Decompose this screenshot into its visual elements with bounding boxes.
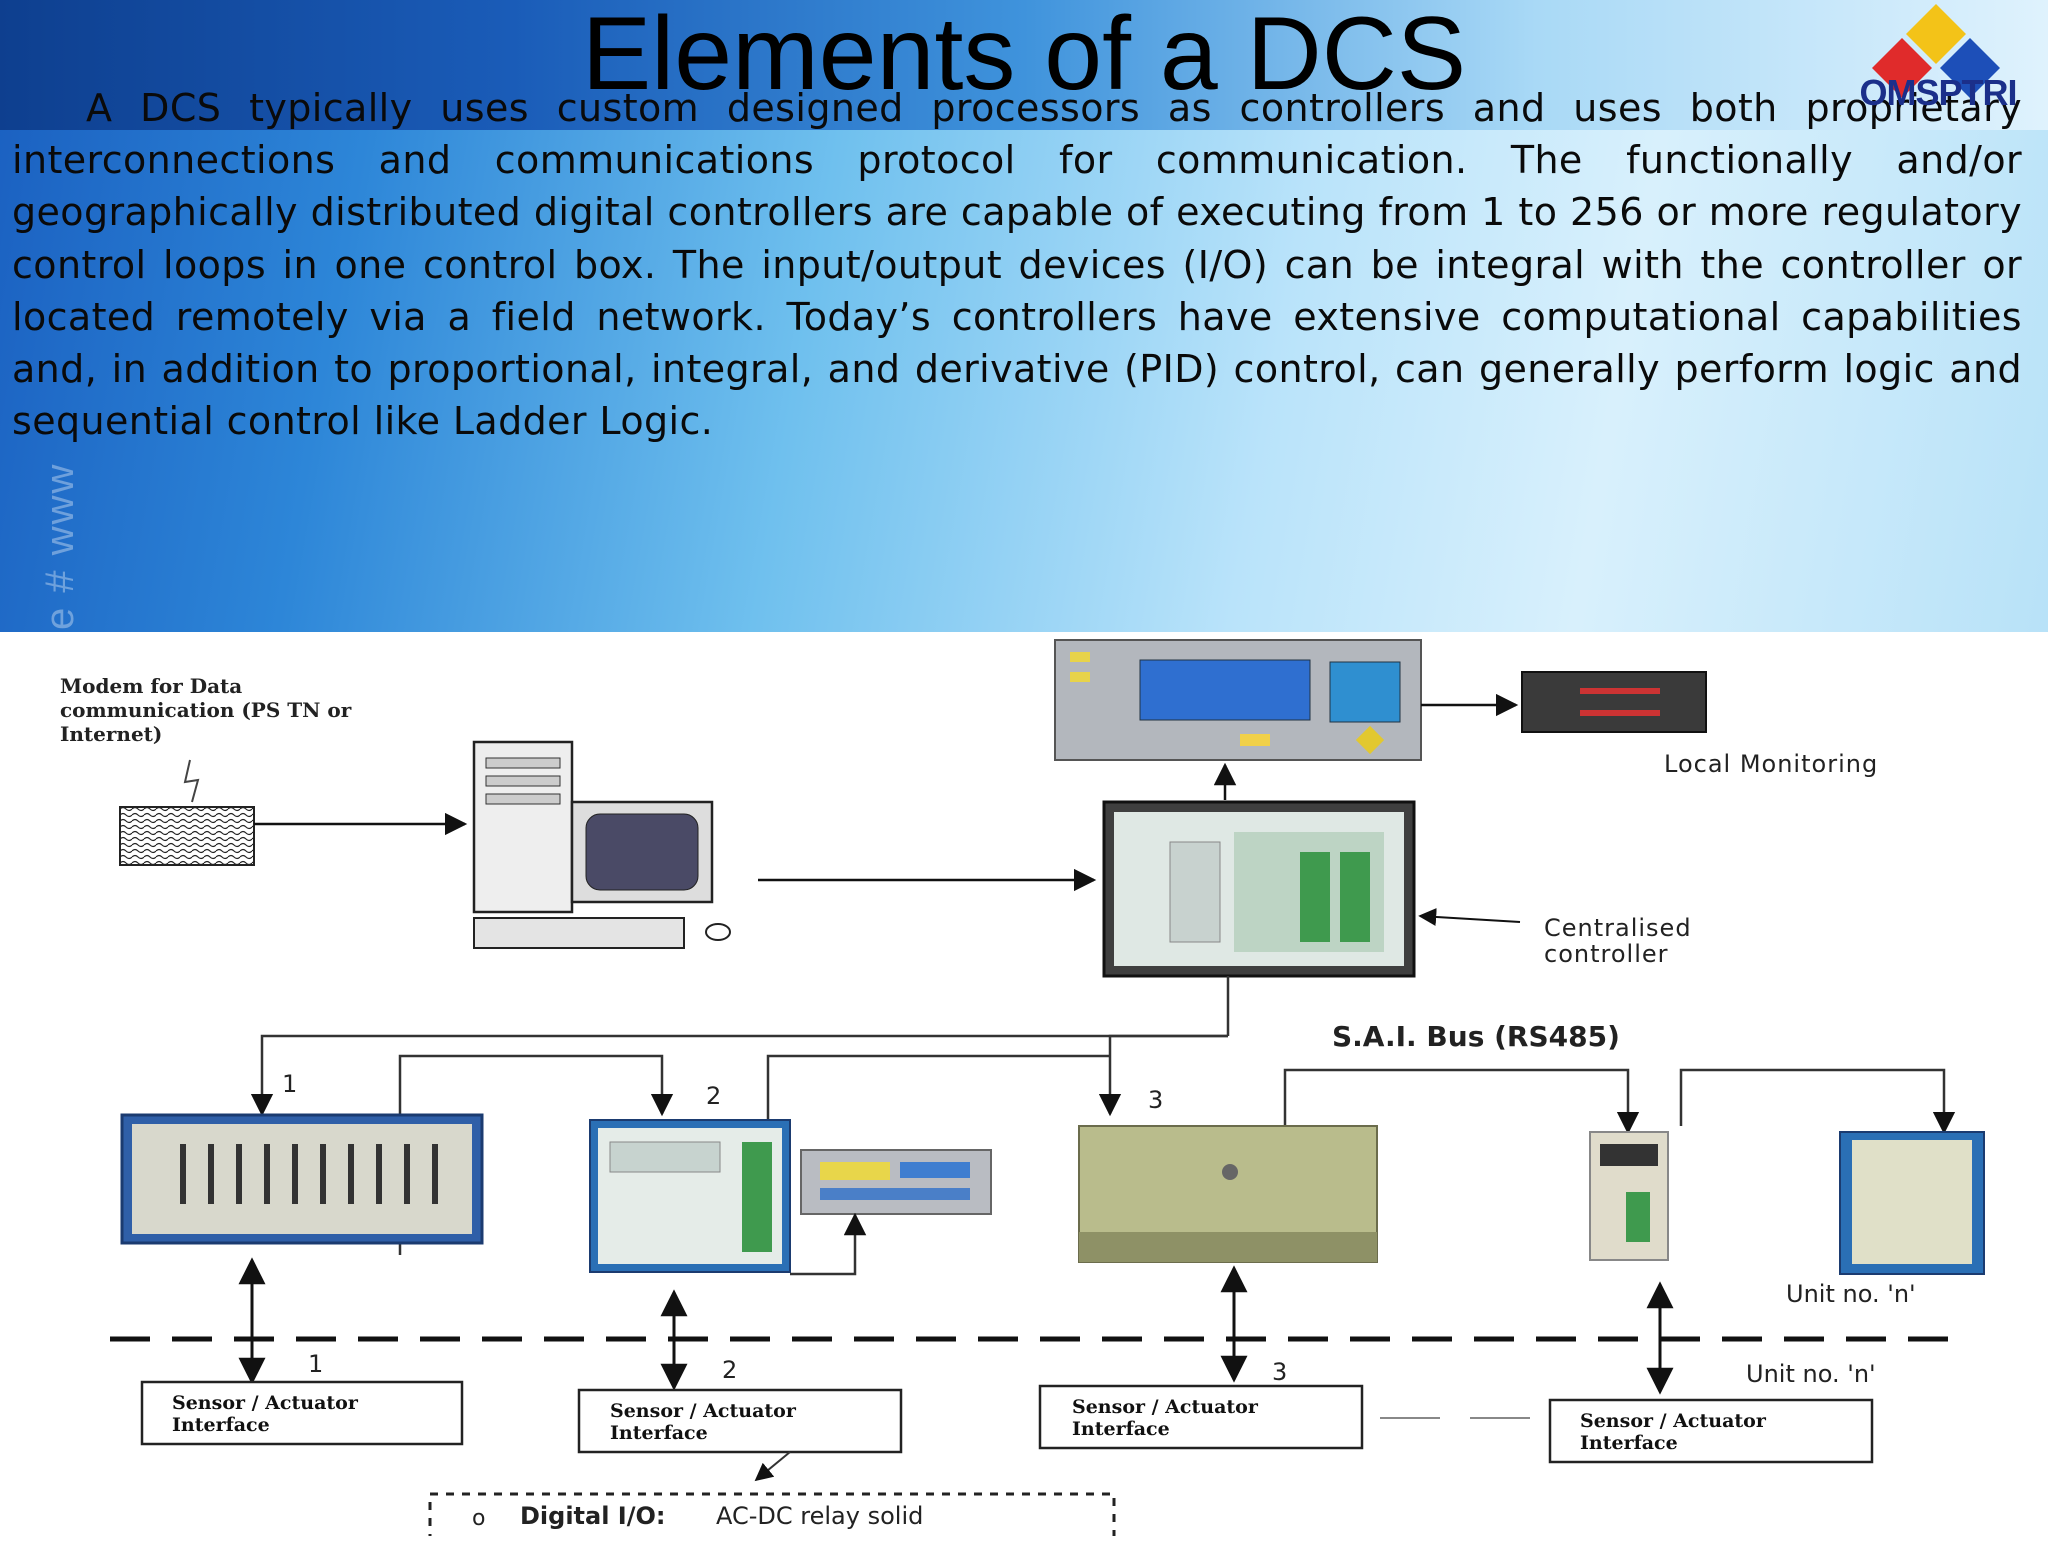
watermark-text: e # www [38,462,82,630]
slide-title: Elements of a DCS [581,0,1467,112]
dcs-diagram: Modem for Data communication (PS TN or I… [0,632,2048,1541]
sensor-2-label-line2: Interface [610,1422,708,1444]
computer-icon [472,740,731,949]
io-module-unit-3 [1078,1125,1378,1263]
io-rack-unit-1 [120,1113,484,1245]
unit-n-label-top: Unit no. 'n' [1786,1280,1916,1308]
modem-icon [119,806,255,866]
digital-io-text: AC-DC relay solid [716,1502,924,1530]
body-paragraph: A DCS typically uses custom designed pro… [12,86,2022,444]
unit-number-1-top: 1 [282,1070,298,1098]
sensor-box-2 [577,1388,903,1454]
sensor-n-label-line1: Sensor / Actuator [1580,1410,1766,1432]
diagram-graphics [110,639,1985,1541]
unit-n-label-bottom: Unit no. 'n' [1746,1360,1876,1388]
sensor-box-1 [140,1380,464,1446]
sensor-1-label-line1: Sensor / Actuator [172,1392,358,1414]
sensor-1-label-line2: Interface [172,1414,270,1436]
bus-label: S.A.I. Bus (RS485) [1332,1020,1620,1053]
logo-text: OMSPTRI [1859,72,2017,113]
sensor-box-n [1548,1398,1874,1464]
digital-io-heading: Digital I/O: [520,1502,666,1530]
sensor-3-label-line1: Sensor / Actuator [1072,1396,1258,1418]
local-monitor-display [1521,671,1707,733]
io-keypad-unit-2 [800,1149,992,1215]
operator-panel [1054,639,1422,761]
local-monitoring-label: Local Monitoring [1664,750,1879,778]
io-module-unit-n-b [1839,1131,1985,1275]
centralised-label-line1: Centralised [1544,914,1692,942]
modem-label-line2: communication (PS TN or [60,698,352,722]
centralised-label-line2: controller [1544,940,1669,968]
sensor-box-3 [1038,1384,1364,1450]
sensor-2-label-line1: Sensor / Actuator [610,1400,796,1422]
io-module-unit-2 [589,1119,791,1273]
unit-number-3-top: 3 [1148,1086,1164,1114]
title-band [0,0,2048,130]
sensor-n-label-line2: Interface [1580,1432,1678,1454]
io-module-unit-n-a [1589,1131,1669,1261]
central-controller [1102,800,1416,978]
digital-io-bullet: o [472,1506,486,1531]
modem-label-line1: Modem for Data [60,674,243,698]
digital-io-box [428,1492,1116,1541]
unit-number-1-bottom: 1 [308,1350,324,1378]
sensor-3-label-line2: Interface [1072,1418,1170,1440]
unit-number-2-top: 2 [706,1082,722,1110]
unit-number-2-bottom: 2 [722,1356,738,1384]
unit-number-3-bottom: 3 [1272,1358,1288,1386]
omsptri-logo [1872,4,2000,98]
modem-label-line3: Internet) [60,722,163,746]
